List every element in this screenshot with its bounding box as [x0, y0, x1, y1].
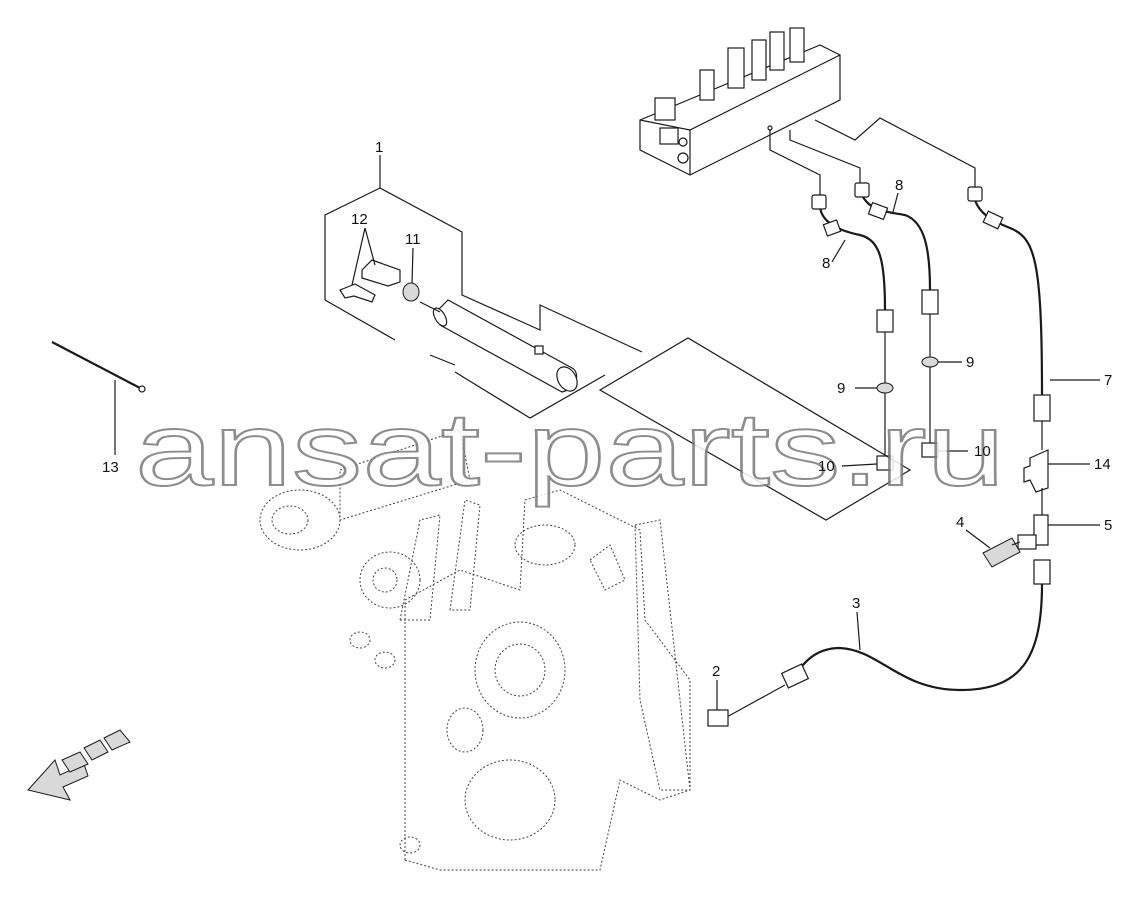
callout-8-left: 8 — [822, 255, 830, 272]
callout-12: 12 — [351, 211, 368, 228]
test-coupling-4 — [982, 537, 1021, 568]
callout-3: 3 — [852, 595, 860, 612]
tee-fitting-14 — [1023, 449, 1049, 493]
hydraulic-cylinder — [437, 299, 578, 393]
adapter-10-left — [876, 455, 894, 471]
callout-14: 14 — [1094, 456, 1111, 473]
cylinder-assembly-box — [324, 187, 912, 521]
callout-2: 2 — [712, 663, 720, 680]
watermark-text: ansat-parts.ru — [135, 392, 1005, 508]
leader-lines — [114, 155, 1100, 710]
hose-3 — [707, 559, 1051, 727]
control-valve-block — [639, 27, 841, 176]
clevis-12 — [361, 259, 401, 287]
callout-labels: 1 12 11 13 8 8 9 9 10 10 7 14 5 4 3 2 — [102, 139, 1112, 680]
callout-8-right: 8 — [895, 177, 903, 194]
adapter-10-right — [921, 442, 939, 458]
washer-9-right — [921, 356, 939, 368]
callout-9-left: 9 — [837, 380, 845, 397]
callout-13: 13 — [102, 459, 119, 476]
callout-10-left: 10 — [818, 458, 835, 475]
callout-4: 4 — [956, 514, 964, 531]
callout-7: 7 — [1104, 372, 1112, 389]
callout-5: 5 — [1104, 517, 1112, 534]
rear-housing-assembly — [259, 429, 691, 871]
callout-11: 11 — [405, 231, 421, 248]
fitting-2 — [707, 709, 729, 727]
callout-1: 1 — [375, 139, 383, 156]
nut-11 — [402, 282, 420, 302]
front-direction-arrow-icon — [27, 729, 131, 801]
callout-10-right: 10 — [974, 443, 991, 460]
washers-and-fittings — [876, 356, 1049, 568]
callout-9-right: 9 — [966, 354, 974, 371]
cable-tie-13 — [51, 341, 146, 393]
